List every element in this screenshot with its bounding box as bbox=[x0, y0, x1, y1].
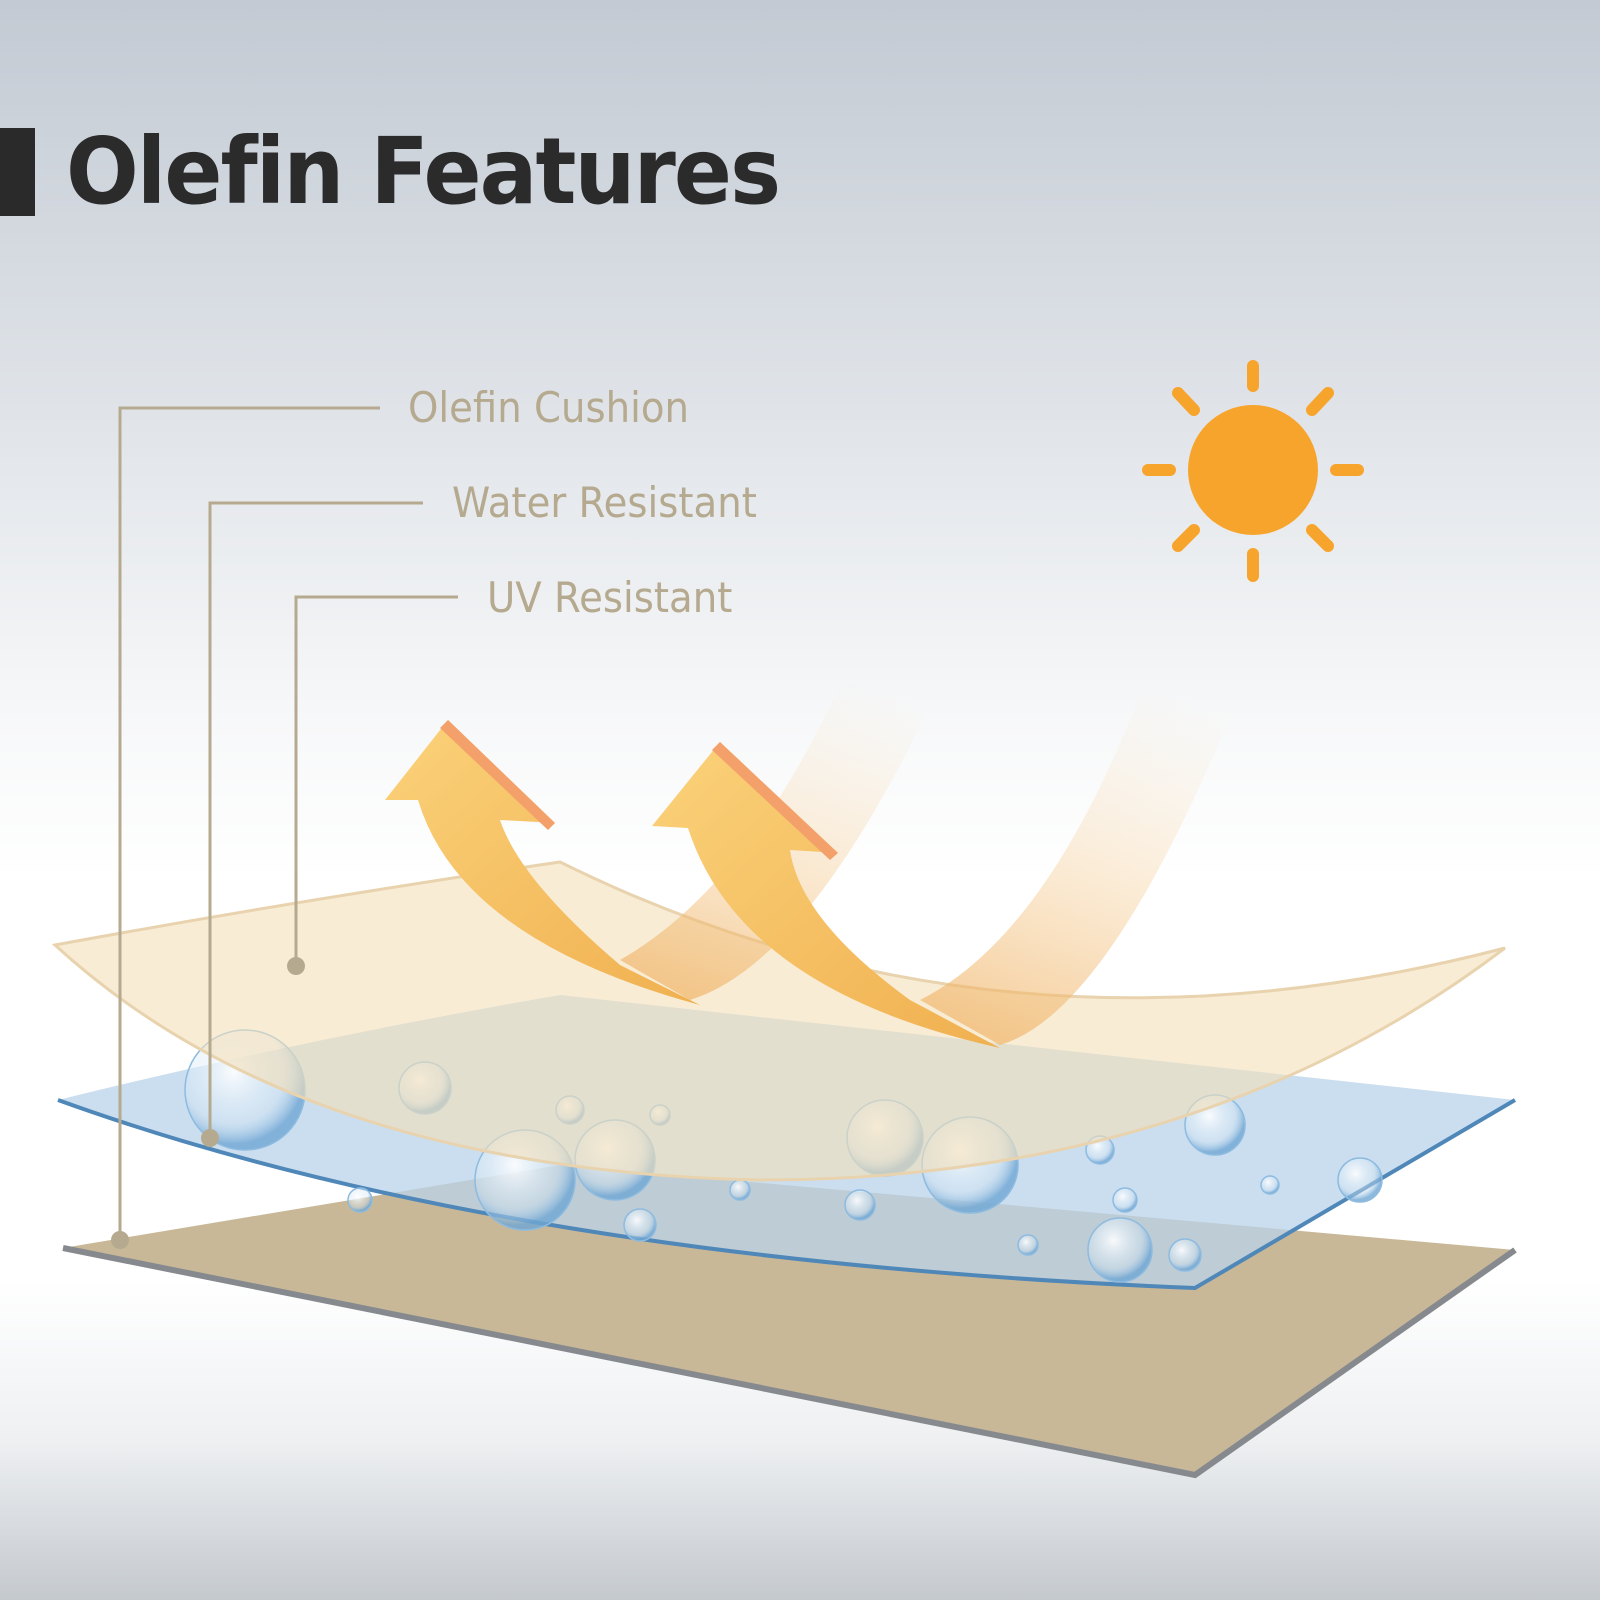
page-title: Olefin Features bbox=[66, 118, 781, 225]
arrow-up-icon bbox=[385, 720, 700, 1005]
label-olefin-cushion: Olefin Cushion bbox=[408, 383, 690, 432]
arrow-up-icon bbox=[652, 742, 1000, 1048]
light-beam bbox=[920, 640, 1260, 1045]
title-accent-bar bbox=[0, 128, 35, 216]
callout-dots bbox=[111, 957, 305, 1249]
label-water-resistant: Water Resistant bbox=[452, 478, 757, 527]
callout-lines bbox=[118, 406, 458, 1240]
sun-icon bbox=[1142, 360, 1364, 582]
label-uv-resistant: UV Resistant bbox=[487, 573, 733, 622]
